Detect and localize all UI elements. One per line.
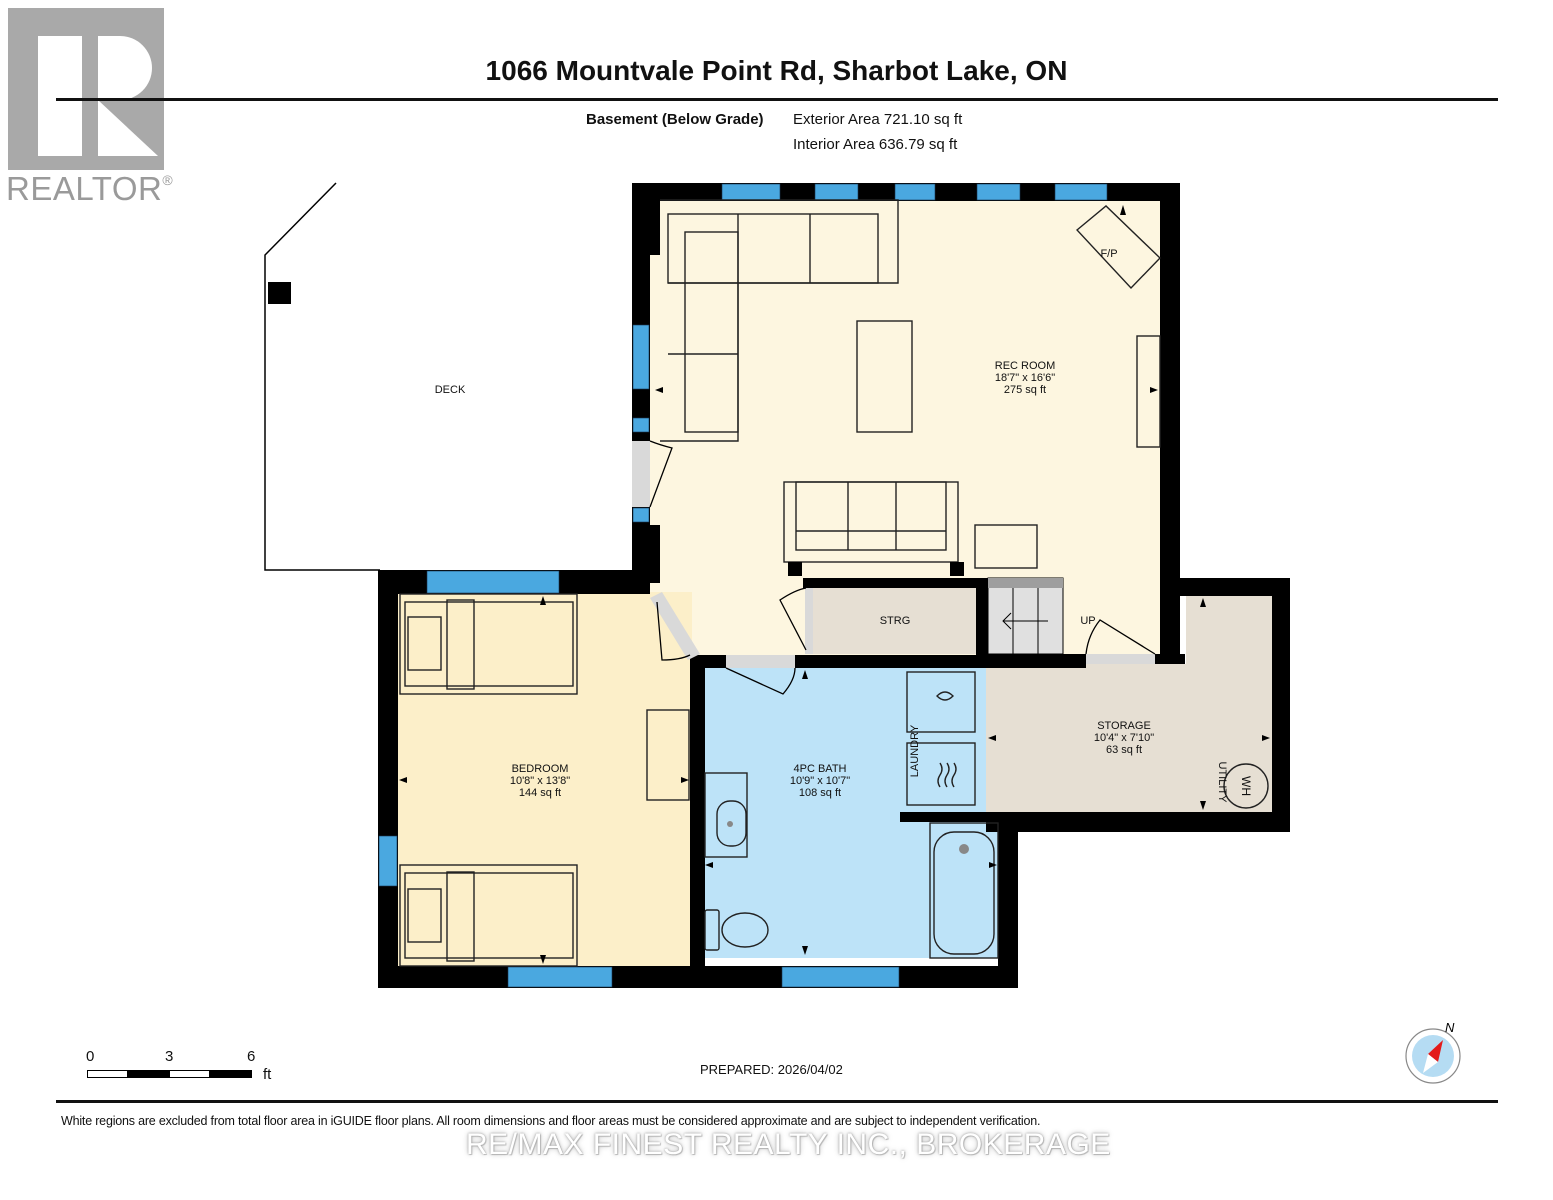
deck-area (264, 182, 380, 571)
rec-room-furniture (660, 199, 1161, 569)
scale-unit: ft (263, 1066, 272, 1083)
scale-tick-3: 3 (165, 1048, 174, 1065)
room-name: REC ROOM (994, 360, 1056, 372)
interior-area: Interior Area 636.79 sq ft (793, 136, 958, 153)
realtor-logo-mark (8, 8, 164, 170)
water-heater-icon (1223, 763, 1269, 809)
room-area: 108 sq ft (798, 787, 842, 799)
exterior-area: Exterior Area 721.10 sq ft (793, 111, 963, 128)
scale-bar (87, 1070, 252, 1078)
strg-floor (812, 588, 978, 654)
room-area: 275 sq ft (1003, 384, 1047, 396)
storage-floor (986, 596, 1272, 812)
water-heater-label: WH (1239, 776, 1253, 796)
room-area: 63 sq ft (1105, 744, 1143, 756)
laundry-label: LAUNDRY (909, 724, 921, 778)
room-dimensions: 10'9" x 10'7" (789, 775, 851, 787)
prepared-date: PREPARED: 2026/04/02 (700, 1062, 843, 1077)
stairs-up-label: UP (1080, 615, 1096, 627)
room-name: 4PC BATH (793, 763, 847, 775)
room-dimensions: 18'7" x 16'6" (994, 372, 1056, 384)
room-area: 144 sq ft (518, 787, 562, 799)
bedroom-furniture (399, 593, 690, 967)
room-dimensions: 10'4" x 7'10" (1093, 732, 1155, 744)
level-name: Basement (Below Grade) (586, 111, 764, 128)
strg-label: STRG (879, 615, 911, 627)
room-label-bedroom: BEDROOM 10'8" x 13'8" 144 sq ft (510, 763, 570, 799)
utility-label: UTILITY (1216, 761, 1228, 803)
door-swings (649, 440, 1156, 695)
room-label-storage: STORAGE 10'4" x 7'10" 63 sq ft (1094, 720, 1154, 756)
compass-icon: N (1400, 1018, 1470, 1093)
footer-divider (56, 1100, 1498, 1103)
brokerage-watermark: RE/MAX FINEST REALTY INC., BROKERAGE (466, 1128, 1111, 1161)
bath-fixtures (704, 671, 999, 959)
door-openings (632, 441, 1155, 668)
room-name: STORAGE (1097, 720, 1151, 732)
realtor-logo-text: REALTOR® (6, 170, 174, 207)
dimension-arrows (399, 205, 1270, 964)
room-dimensions: 10'8" x 13'8" (509, 775, 571, 787)
stairs (987, 577, 1064, 655)
disclaimer-text: White regions are excluded from total fl… (61, 1114, 1041, 1128)
scale-tick-0: 0 (86, 1048, 95, 1065)
svg-text:N: N (1445, 1020, 1455, 1035)
deck-label: DECK (434, 384, 466, 396)
room-label-4pc-bath: 4PC BATH 10'9" x 10'7" 108 sq ft (790, 763, 850, 799)
title-divider (56, 98, 1498, 101)
page-title: 1066 Mountvale Point Rd, Sharbot Lake, O… (485, 55, 1068, 86)
scale-tick-6: 6 (247, 1048, 256, 1065)
fireplace-label: F/P (1100, 248, 1118, 260)
room-label-rec-room: REC ROOM 18'7" x 16'6" 275 sq ft (995, 360, 1056, 396)
room-name: BEDROOM (511, 763, 569, 775)
windows (378, 183, 1108, 988)
bedroom-floor (395, 592, 692, 967)
